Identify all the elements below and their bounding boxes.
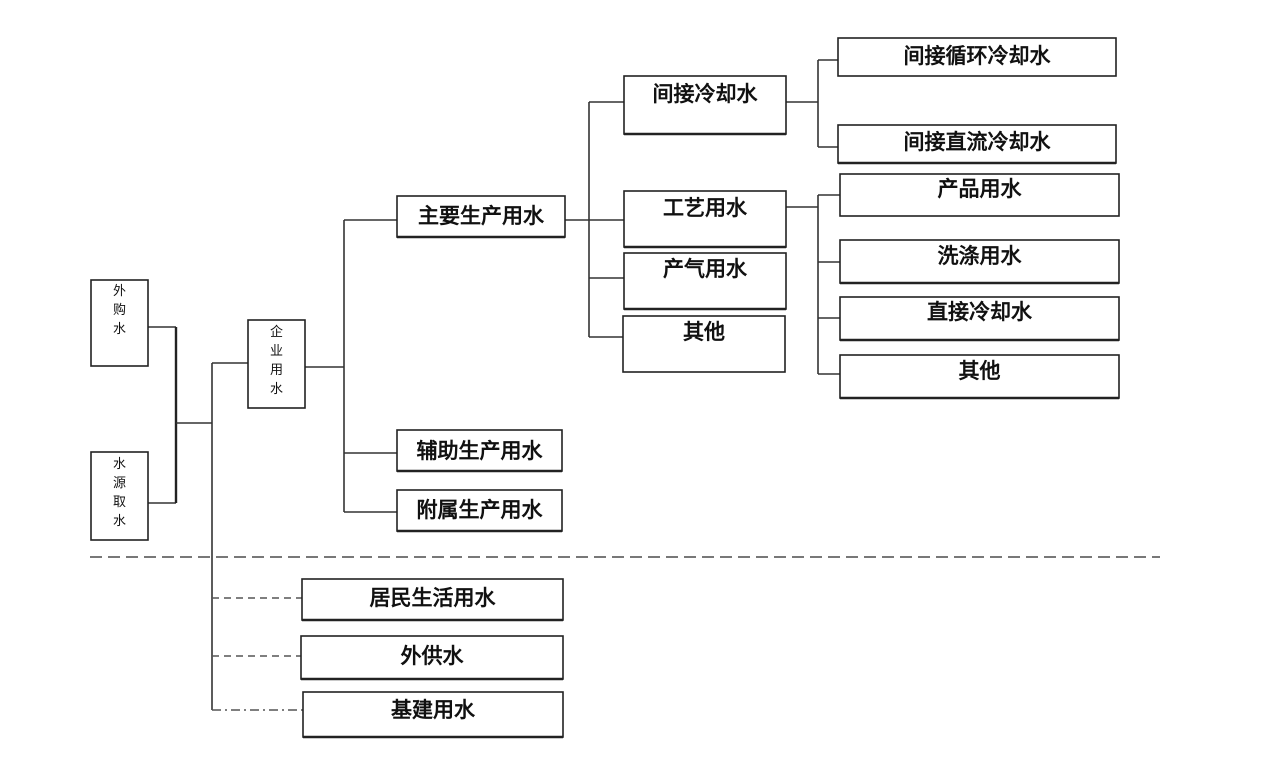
svg-text:其他: 其他 [959, 359, 1001, 383]
node-auxiliary-production: 辅助生产用水 [396, 429, 563, 473]
node-external-supply-water: 外供水 [300, 635, 564, 681]
svg-text:间接冷却水: 间接冷却水 [653, 82, 759, 106]
svg-text:工艺用水: 工艺用水 [663, 196, 748, 220]
svg-text:业: 业 [270, 344, 283, 359]
svg-text:水: 水 [113, 322, 126, 337]
svg-text:取: 取 [113, 495, 126, 510]
node-process-water: 工艺用水 [623, 190, 787, 249]
svg-text:洗涤用水: 洗涤用水 [938, 244, 1023, 268]
node-affiliated-production: 附属生产用水 [396, 489, 563, 533]
svg-text:附属生产用水: 附属生产用水 [417, 498, 544, 522]
node-steam-water: 产气用水 [623, 252, 787, 311]
svg-text:基建用水: 基建用水 [391, 698, 476, 722]
node-indirect-cooling: 间接冷却水 [623, 75, 787, 136]
node-residential-water: 居民生活用水 [301, 578, 564, 622]
node-construction-water: 基建用水 [302, 691, 564, 739]
svg-text:居民生活用水: 居民生活用水 [370, 586, 497, 610]
svg-text:水: 水 [113, 457, 126, 472]
svg-text:外: 外 [113, 284, 126, 299]
connectors [148, 59, 840, 711]
node-direct-cooling: 直接冷却水 [839, 296, 1120, 342]
node-purchased-water: 外 购 水 [90, 279, 149, 367]
svg-text:直接冷却水: 直接冷却水 [927, 300, 1033, 324]
svg-text:辅助生产用水: 辅助生产用水 [417, 439, 544, 463]
node-indirect-once-through-cooling: 间接直流冷却水 [837, 124, 1117, 165]
svg-text:用: 用 [270, 363, 283, 378]
svg-text:源: 源 [113, 476, 126, 491]
svg-text:企: 企 [270, 324, 283, 340]
node-other-leaf: 其他 [839, 354, 1120, 400]
node-enterprise-water: 企 业 用 水 [247, 319, 306, 409]
svg-text:其他: 其他 [683, 320, 725, 344]
node-washing-water: 洗涤用水 [839, 239, 1120, 285]
node-source-water: 水 源 取 水 [90, 451, 149, 541]
svg-text:外供水: 外供水 [401, 644, 465, 668]
svg-text:购: 购 [113, 302, 126, 318]
svg-text:产品用水: 产品用水 [938, 177, 1023, 201]
svg-text:水: 水 [113, 514, 126, 529]
svg-text:主要生产用水: 主要生产用水 [418, 204, 545, 228]
node-product-water: 产品用水 [839, 173, 1120, 217]
svg-text:间接循环冷却水: 间接循环冷却水 [904, 44, 1052, 68]
svg-text:水: 水 [270, 382, 283, 397]
node-other-sub: 其他 [622, 315, 786, 373]
svg-text:间接直流冷却水: 间接直流冷却水 [904, 130, 1052, 154]
node-main-production: 主要生产用水 [396, 195, 566, 239]
node-indirect-recirculating-cooling: 间接循环冷却水 [837, 37, 1117, 77]
svg-text:产气用水: 产气用水 [663, 257, 748, 281]
